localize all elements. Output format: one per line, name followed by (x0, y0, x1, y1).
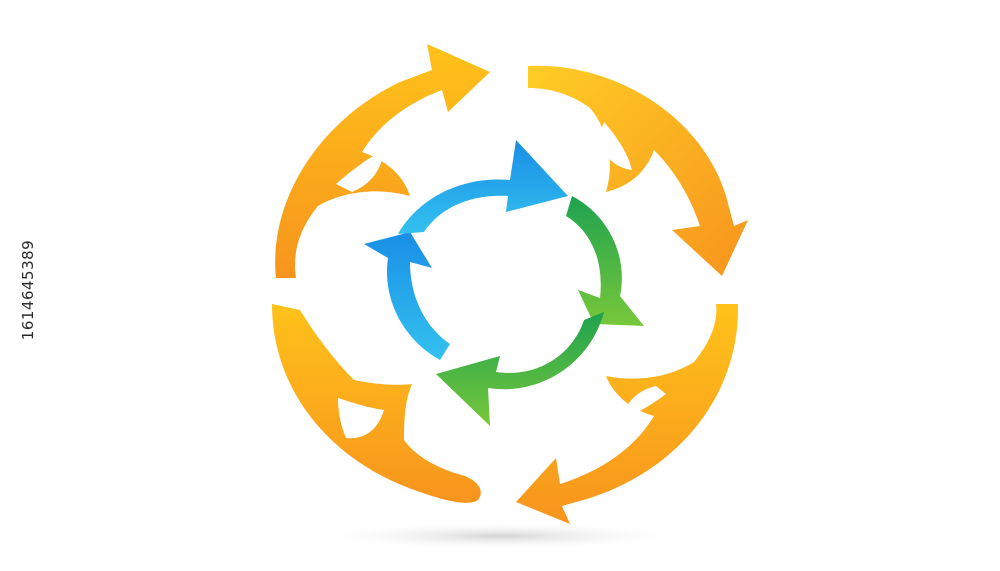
ground-shadow (310, 522, 690, 550)
outer-arrow-bottom-right (516, 304, 739, 524)
outer-fin-top-left (336, 150, 384, 192)
outer-fin-bottom-left (338, 398, 384, 439)
outer-fin-top-right (598, 122, 632, 170)
outer-fin-bottom-right (622, 386, 666, 418)
inner-arrow-green-bottom (436, 312, 604, 426)
inner-arrow-blue-top (398, 140, 568, 234)
inner-arrow-blue (364, 232, 450, 360)
inner-arrows (364, 140, 644, 426)
outer-arrow-bottom-left (272, 304, 481, 503)
outer-arrow-top-right (528, 65, 748, 276)
outer-arrow-top-left (275, 44, 490, 278)
inner-arrow-green-right (566, 196, 644, 326)
stock-id-text: 1614645389 (19, 239, 37, 341)
outer-arrows (272, 44, 748, 524)
